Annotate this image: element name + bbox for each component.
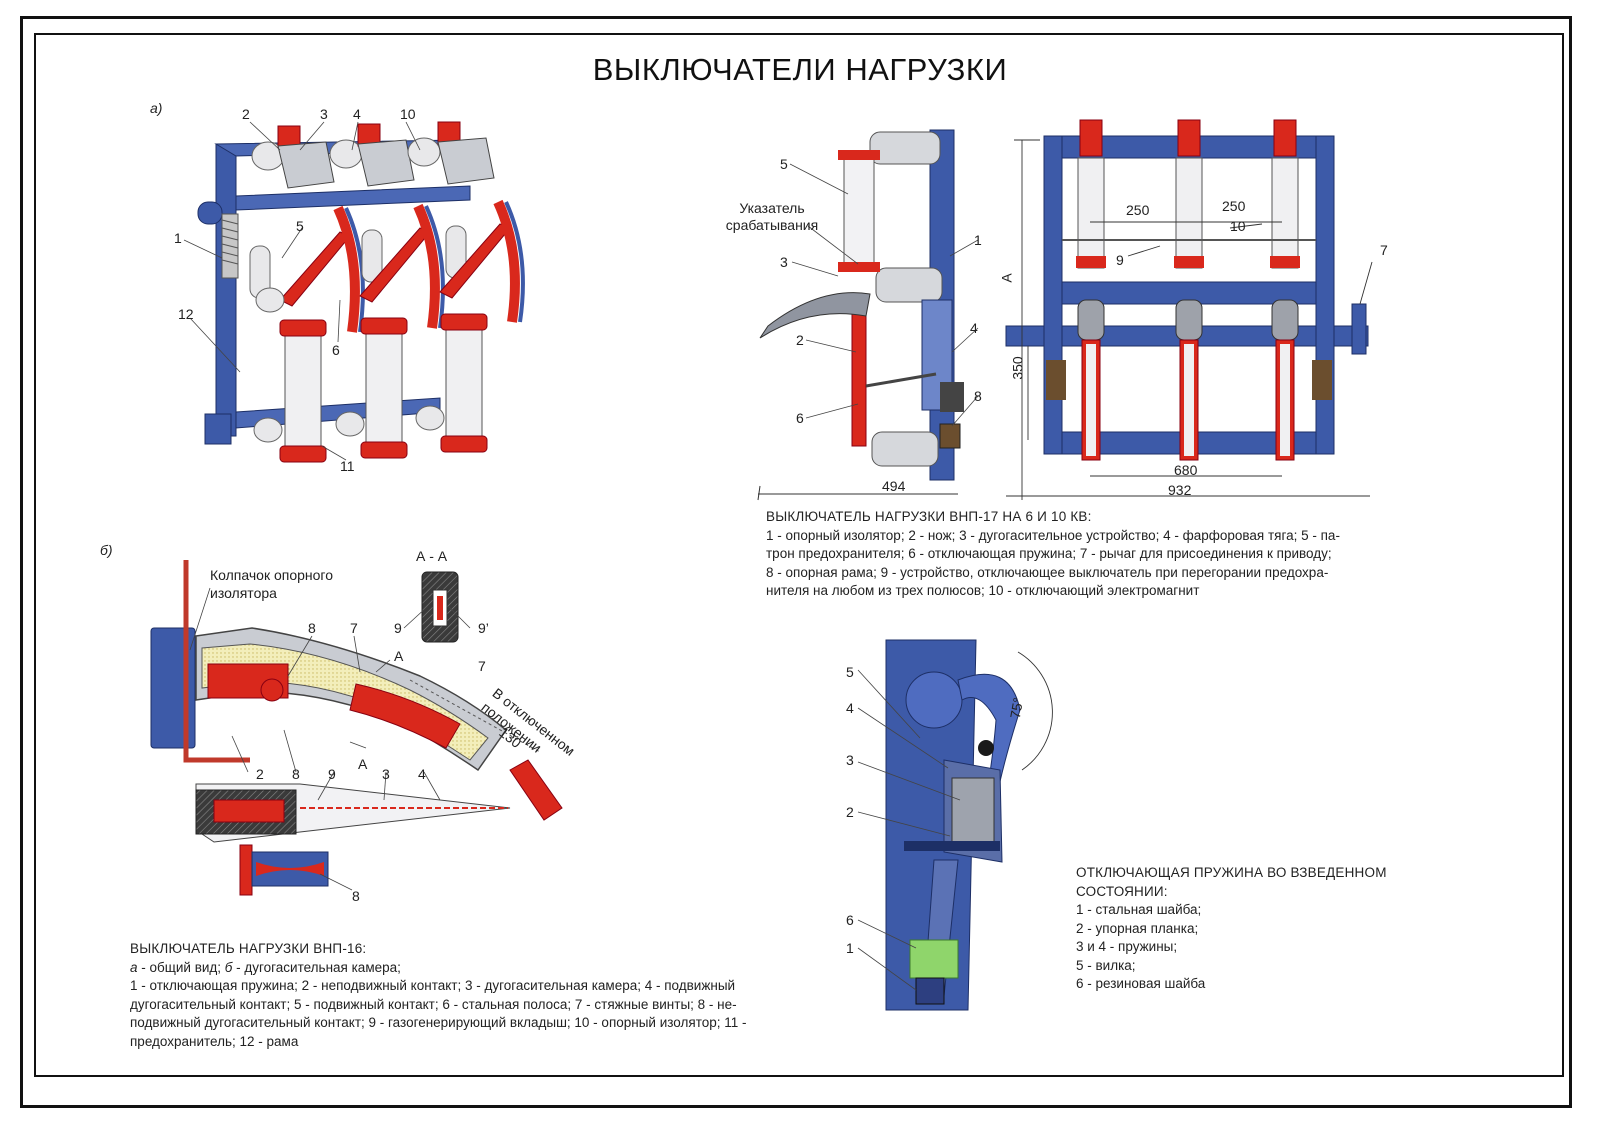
fig-vnp17-side [757,129,979,501]
caption-vnp16-line: подвижный дугогасительный контакт; 9 - г… [130,1015,747,1030]
callout-12: 12 [178,306,194,322]
side-callout-8: 8 [974,388,982,404]
front-callout-10: 10 [1230,218,1246,234]
fig-spring [857,639,1053,1011]
inner-frame [34,33,1564,1077]
caption-letter-a: а [130,959,138,975]
side-callout-3: 3 [780,254,788,270]
side-callout-4: 4 [970,320,978,336]
front-pole [1270,119,1300,461]
callout-8c: 8 [352,888,360,904]
cap-label: Колпачок опорного изолятора [210,567,333,601]
indicator-label: Указатель срабатывания [725,200,819,233]
front-callout-9: 9 [1116,252,1124,268]
callout-2b: 2 [256,766,264,782]
dim-250-a: 250 [1126,202,1150,218]
fig-a-tag: а) [150,100,163,116]
caption-spring-line: 6 - резиновая шайба [1076,976,1206,991]
side-callout-5: 5 [780,156,788,172]
pole-1 [249,125,365,463]
caption-spring-line: 2 - упорная планка; [1076,920,1199,936]
dim-680: 680 [1174,462,1198,478]
callout-8b: 8 [292,766,300,782]
caption-spring-line: 1 - стальная шайба; [1076,902,1202,917]
fig-b-tag: б) [100,542,113,558]
section-num-9: 9 [394,620,402,636]
caption-vnp17-heading: ВЫКЛЮЧАТЕЛЬ НАГРУЗКИ ВНП-17 НА 6 И 10 КВ… [766,509,1092,524]
section-arrow-a-bottom: А [358,756,368,772]
caption-vnp17-line: нителя на любом из трех полюсов; 10 - от… [766,583,1200,598]
fig-vnp17-front [1005,119,1373,500]
callout-3: 3 [320,106,328,122]
side-callout-6: 6 [796,410,804,426]
side-callout-1: 1 [974,232,982,248]
spring-callout-2: 2 [846,804,854,820]
section-num-9prime: 9’ [478,620,489,636]
dim-932: 932 [1168,482,1192,498]
side-callout-2: 2 [796,332,804,348]
caption-spring: ОТКЛЮЧАЮЩАЯ ПРУЖИНА ВО ВЗВЕДЕННОМ СОСТОЯ… [1076,864,1436,994]
caption-spring-heading-1: ОТКЛЮЧАЮЩАЯ ПРУЖИНА ВО ВЗВЕДЕННОМ [1076,865,1387,880]
caption-vnp17: ВЫКЛЮЧАТЕЛЬ НАГРУЗКИ ВНП-17 НА 6 И 10 КВ… [766,508,1426,601]
spring-callout-4: 4 [846,700,854,716]
front-pole [1174,119,1204,461]
caption-a-text: - общий вид; [137,959,225,975]
pole-3 [407,121,525,453]
spring-callout-1: 1 [846,940,854,956]
caption-vnp17-line: трон предохранителя; 6 - отключающая пру… [766,546,1332,561]
spring-callout-6: 6 [846,912,854,928]
callout-10: 10 [400,106,416,122]
caption-vnp16-subline: а - общий вид; б - дугогасительная камер… [130,959,830,978]
caption-vnp16-line: предохранитель; 12 - рама [130,1033,299,1049]
callout-4b: 4 [418,766,426,782]
callout-6: 6 [332,342,340,358]
callout-3b: 3 [382,766,390,782]
callout-1: 1 [174,230,182,246]
callout-8: 8 [308,620,316,636]
poster-title: ВЫКЛЮЧАТЕЛИ НАГРУЗКИ [592,52,1008,87]
pole-2 [329,123,445,459]
dim-250-b: 250 [1222,198,1246,214]
callout-2: 2 [242,106,250,122]
caption-vnp16-line: 1 - отключающая пружина; 2 - неподвижный… [130,978,736,993]
section-a-a: А - А [416,548,448,564]
caption-vnp16: ВЫКЛЮЧАТЕЛЬ НАГРУЗКИ ВНП-16: а - общий в… [130,940,830,1051]
caption-b-text: - дугогасительная камера; [232,959,401,975]
front-pole [1076,119,1106,461]
caption-vnp16-heading: ВЫКЛЮЧАТЕЛЬ НАГРУЗКИ ВНП-16: [130,941,367,956]
front-callout-7: 7 [1380,242,1388,258]
spring-callout-5: 5 [846,664,854,680]
caption-spring-line: 3 и 4 - пружины; [1076,939,1178,954]
dim-494: 494 [882,478,906,494]
callout-7: 7 [350,620,358,636]
callout-9b: 9 [328,766,336,782]
caption-vnp16-line: дугогасительный контакт; 5 - подвижный к… [130,996,737,1012]
callout-5: 5 [296,218,304,234]
caption-vnp17-line: 8 - опорная рама; 9 - устройство, отключ… [766,564,1329,580]
spring-callout-3: 3 [846,752,854,768]
outer-frame [20,16,1572,1108]
callout-4: 4 [353,106,361,122]
caption-spring-line: 5 - вилка; [1076,957,1136,973]
dim-350: 350 [1009,356,1026,380]
caption-spring-heading-2: СОСТОЯНИИ: [1076,883,1168,899]
caption-vnp17-line: 1 - опорный изолятор; 2 - нож; 3 - дугог… [766,527,1340,543]
callout-7b: 7 [478,658,486,674]
section-arrow-a-top: А [394,648,404,664]
fig-a-general-view [183,121,525,463]
caption-letter-b: б [224,959,233,975]
dim-a: А [998,273,1015,283]
callout-11: 11 [340,458,355,474]
fig-b-arc-chute [150,560,563,896]
